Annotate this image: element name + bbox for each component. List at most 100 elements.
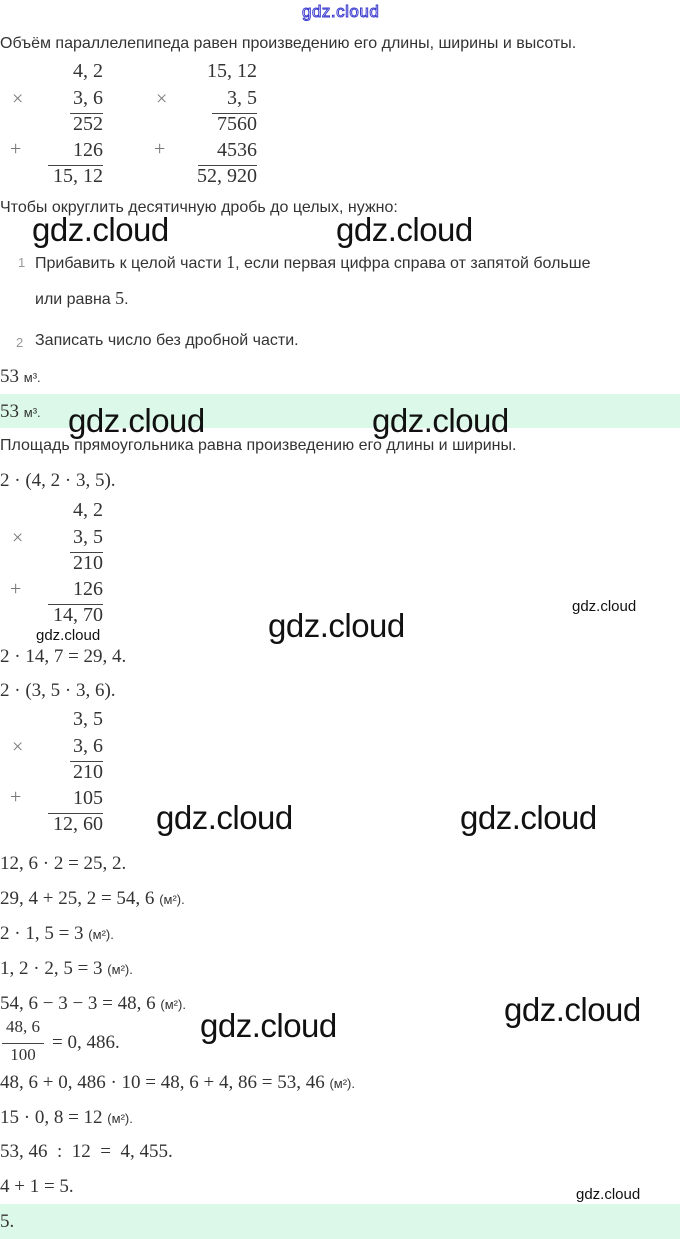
factor-b: 3, 5 xyxy=(227,87,257,109)
equation: 1, 2 · 2, 5 = 3 (м²). xyxy=(0,958,133,980)
equation-text: 54, 6 − 3 − 3 = 48, 6 xyxy=(0,993,156,1014)
equation-text: 2 · 1, 5 = 3 xyxy=(0,923,84,944)
partial-1: 252 xyxy=(73,113,103,135)
rounding-intro: Чтобы округлить десятичную дробь до целы… xyxy=(0,199,398,216)
equation: 4 + 1 = 5. xyxy=(0,1176,74,1198)
rule-value: 5 xyxy=(115,288,125,308)
rule xyxy=(70,761,103,762)
volume-intro: Объём параллелепипеда равен произведению… xyxy=(0,35,577,52)
equation: 29, 4 + 25, 2 = 54, 6 (м²). xyxy=(0,888,185,910)
partial-1: 7560 xyxy=(217,113,257,135)
product: 14, 70 xyxy=(53,604,103,626)
expression: 2 · (4, 2 · 3, 5). xyxy=(0,470,116,491)
rule-text: . xyxy=(124,291,129,308)
result-value: 53 xyxy=(0,366,19,387)
plus-sign: + xyxy=(10,138,22,160)
equation: 2 · 1, 5 = 3 (м²). xyxy=(0,923,114,945)
factor-a: 4, 2 xyxy=(73,60,103,82)
watermark-top: gdz.cloud xyxy=(301,2,380,22)
unit: (м²). xyxy=(329,1076,355,1091)
watermark: gdz.cloud xyxy=(36,627,101,644)
list-item-number: 1 xyxy=(18,255,26,270)
rule xyxy=(198,165,257,166)
factor-b: 3, 6 xyxy=(73,735,103,757)
equation-text: 29, 4 + 25, 2 = 54, 6 xyxy=(0,888,155,909)
equation-text: 48, 6 + 0, 486 · 10 = 48, 6 + 4, 86 = 53… xyxy=(0,1072,325,1093)
list-item-continuation: или равна 5. xyxy=(35,288,129,309)
equation: 54, 6 − 3 − 3 = 48, 6 (м²). xyxy=(0,993,186,1015)
watermark: gdz.cloud xyxy=(156,799,293,836)
equation-text: 15 · 0, 8 = 12 xyxy=(0,1107,103,1128)
factor-a: 4, 2 xyxy=(73,499,103,521)
rule-text: Прибавить к целой части xyxy=(35,255,227,272)
partial-2: 126 xyxy=(73,139,103,161)
watermark: gdz.cloud xyxy=(504,991,641,1028)
unit: (м²). xyxy=(107,962,133,977)
equation-text: 4 + 1 = 5. xyxy=(0,1176,74,1197)
list-item: Прибавить к целой части 1, если первая ц… xyxy=(35,252,590,273)
unit: м³. xyxy=(23,370,41,385)
watermark: gdz.cloud xyxy=(32,211,169,248)
answer-1: 53 м³. xyxy=(0,401,41,423)
watermark: gdz.cloud xyxy=(460,799,597,836)
fraction-numerator: 48, 6 xyxy=(6,1017,40,1036)
rule xyxy=(48,813,103,814)
product: 12, 60 xyxy=(53,813,103,835)
partial-2: 105 xyxy=(73,787,103,809)
rule xyxy=(212,113,257,114)
factor-a: 15, 12 xyxy=(207,60,257,82)
watermark: gdz.cloud xyxy=(572,598,637,615)
list-item: Записать число без дробной части. xyxy=(35,332,299,349)
plus-sign: + xyxy=(10,786,22,808)
fraction-denominator: 100 xyxy=(10,1045,36,1063)
rule xyxy=(48,604,103,605)
area-intro: Площадь прямоугольника равна произведени… xyxy=(0,437,517,454)
rule-text: или равна xyxy=(35,291,116,308)
rule xyxy=(70,113,103,114)
multiply-sign: × xyxy=(156,88,168,110)
unit: (м²). xyxy=(107,1111,133,1126)
watermark: gdz.cloud xyxy=(68,402,205,439)
watermark: gdz.cloud xyxy=(576,1186,641,1203)
equation-text: 53, 46 : 12 = 4, 455. xyxy=(0,1141,173,1162)
partial-2: 4536 xyxy=(217,139,257,161)
factor-b: 3, 5 xyxy=(73,526,103,548)
equation-text: 1, 2 · 2, 5 = 3 xyxy=(0,958,103,979)
rule-value: 1 xyxy=(226,252,236,272)
equation: 48, 6 + 0, 486 · 10 = 48, 6 + 4, 86 = 53… xyxy=(0,1072,355,1094)
watermark: gdz.cloud xyxy=(336,211,473,248)
watermark: gdz.cloud xyxy=(372,402,509,439)
product: 15, 12 xyxy=(53,165,103,187)
multiply-sign: × xyxy=(12,527,24,549)
unit: (м²). xyxy=(159,892,185,907)
rule-text: , если первая цифра справа от запятой бо… xyxy=(235,255,591,272)
watermark: gdz.cloud xyxy=(268,607,405,644)
fraction-bar xyxy=(2,1043,44,1044)
unit: (м²). xyxy=(88,927,114,942)
answer-highlight-2 xyxy=(0,1204,680,1239)
product: 52, 920 xyxy=(197,165,257,187)
factor-a: 3, 5 xyxy=(73,708,103,730)
multiply-sign: × xyxy=(12,736,24,758)
equation: 2 · 14, 7 = 29, 4. xyxy=(0,646,127,667)
watermark: gdz.cloud xyxy=(200,1007,337,1044)
equation-text: 12, 6 · 2 = 25, 2. xyxy=(0,853,127,874)
equation: 15 · 0, 8 = 12 (м²). xyxy=(0,1107,133,1129)
factor-b: 3, 6 xyxy=(73,87,103,109)
result-line: 53 м³. xyxy=(0,366,41,388)
multiply-sign: × xyxy=(12,88,24,110)
unit: м³. xyxy=(23,405,41,420)
partial-1: 210 xyxy=(73,761,103,783)
equation: 12, 6 · 2 = 25, 2. xyxy=(0,853,126,875)
rule xyxy=(70,552,103,553)
answer-2: 5. xyxy=(0,1211,15,1232)
partial-1: 210 xyxy=(73,552,103,574)
fraction-result: = 0, 486. xyxy=(52,1032,120,1053)
answer-value: 53 xyxy=(0,401,19,422)
answer-highlight-1 xyxy=(0,394,680,428)
list-item-number: 2 xyxy=(16,335,24,350)
rule xyxy=(48,165,103,166)
partial-2: 126 xyxy=(73,578,103,600)
expression: 2 · (3, 5 · 3, 6). xyxy=(0,680,116,701)
equation: 53, 46 : 12 = 4, 455. xyxy=(0,1141,173,1163)
